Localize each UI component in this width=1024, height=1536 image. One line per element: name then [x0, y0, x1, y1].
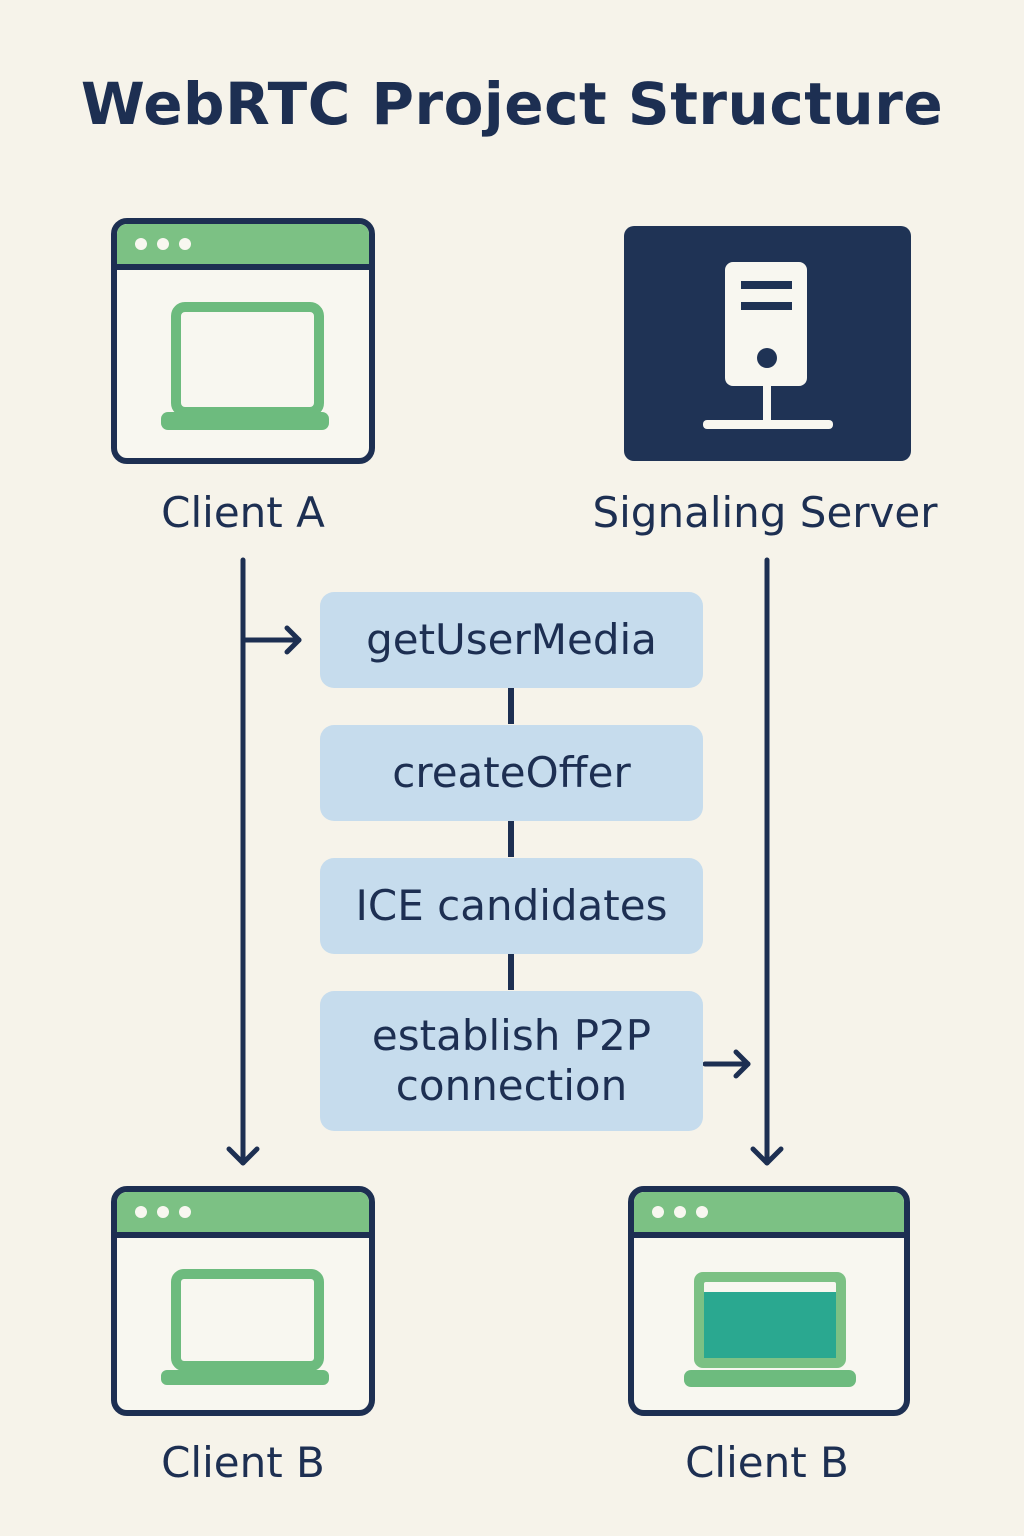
- client-a-label: Client A: [161, 488, 325, 537]
- signaling-server-label: Signaling Server: [592, 488, 938, 537]
- laptop-icon: [161, 1269, 329, 1385]
- window-dot-icon: [135, 1206, 147, 1218]
- window-dot-icon: [157, 238, 169, 250]
- window-dot-icon: [179, 1206, 191, 1218]
- signaling-server-box: [624, 226, 911, 461]
- step-create-offer: createOffer: [320, 725, 703, 821]
- client-b-right-window: [628, 1186, 910, 1416]
- laptop-screen-icon: [684, 1272, 856, 1387]
- window-dot-icon: [674, 1206, 686, 1218]
- window-dot-icon: [652, 1206, 664, 1218]
- client-b-left-label: Client B: [161, 1438, 325, 1487]
- window-dot-icon: [157, 1206, 169, 1218]
- window-dot-icon: [696, 1206, 708, 1218]
- window-title-bar: [117, 1192, 369, 1238]
- arrow-down-icon: [226, 1146, 260, 1166]
- client-b-right-label: Client B: [685, 1438, 849, 1487]
- step-get-user-media: getUserMedia: [320, 592, 703, 688]
- arrow-down-icon: [750, 1146, 784, 1166]
- client-b-left-window: [111, 1186, 375, 1416]
- window-title-bar: [117, 224, 369, 270]
- step-establish-p2p: establish P2P connection: [320, 991, 703, 1131]
- window-title-bar: [634, 1192, 904, 1238]
- window-dot-icon: [135, 238, 147, 250]
- diagram-title: WebRTC Project Structure: [80, 70, 944, 138]
- window-dot-icon: [179, 238, 191, 250]
- server-icon: [703, 262, 833, 429]
- laptop-icon: [161, 302, 329, 430]
- client-a-window: [111, 218, 375, 464]
- step-ice-candidates: ICE candidates: [320, 858, 703, 954]
